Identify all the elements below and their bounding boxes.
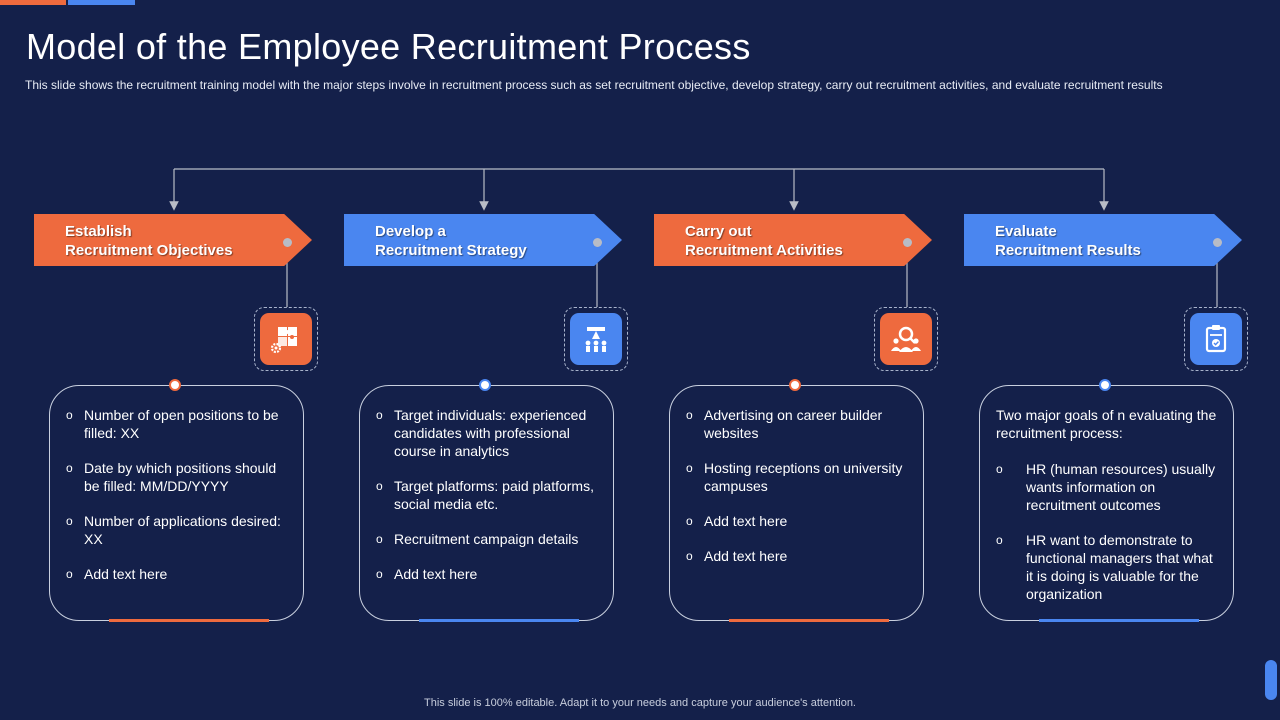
card-connector-dot — [789, 379, 801, 391]
card-accent-line — [419, 619, 579, 622]
icon-frame — [874, 307, 938, 371]
card-connector-dot — [479, 379, 491, 391]
step-details-card: Advertising on career builder websites H… — [669, 379, 924, 622]
puzzle-gear-icon — [260, 313, 312, 365]
list-item: Add text here — [686, 547, 909, 565]
footer-note: This slide is 100% editable. Adapt it to… — [424, 697, 856, 709]
list-item: Recruitment campaign details — [376, 530, 599, 548]
connector-dot — [903, 238, 912, 247]
list-item: Number of applications desired: XX — [66, 512, 289, 548]
list-item: HR (human resources) usually wants infor… — [996, 460, 1219, 514]
page-subtitle: This slide shows the recruitment trainin… — [25, 78, 1163, 92]
list-item: HR want to demonstrate to functional man… — [996, 531, 1219, 603]
card-connector-dot — [1099, 379, 1111, 391]
list-item: Advertising on career builder websites — [686, 406, 909, 442]
step-label-line2: Recruitment Objectives — [65, 242, 233, 259]
step-details-card: Two major goals of n evaluating the recr… — [979, 379, 1234, 622]
search-people-icon — [880, 313, 932, 365]
step-develop-strategy-arrow: Develop a Recruitment Strategy — [344, 214, 622, 266]
connector-dot — [593, 238, 602, 247]
list-item: Number of open positions to be filled: X… — [66, 406, 289, 442]
clipboard-check-icon — [1190, 313, 1242, 365]
step-label-line2: Recruitment Strategy — [375, 242, 527, 259]
target-people-icon — [570, 313, 622, 365]
card-intro-text: Two major goals of n evaluating the recr… — [996, 407, 1217, 441]
icon-frame — [564, 307, 628, 371]
list-item: Target platforms: paid platforms, social… — [376, 477, 599, 513]
accent-bar-blue — [68, 0, 135, 5]
card-connector-dot — [169, 379, 181, 391]
connector-dot — [1213, 238, 1222, 247]
list-item: Date by which positions should be filled… — [66, 459, 289, 495]
step-label: Carry out Recruitment Activities — [685, 222, 843, 260]
step-label-line1: Carry out — [685, 223, 752, 240]
list-item: Add text here — [686, 512, 909, 530]
step-carry-out-activities-arrow: Carry out Recruitment Activities — [654, 214, 932, 266]
page-title: Model of the Employee Recruitment Proces… — [26, 26, 751, 67]
list-item: Hosting receptions on university campuse… — [686, 459, 909, 495]
step-label: Develop a Recruitment Strategy — [375, 222, 527, 260]
step-label-line2: Recruitment Results — [995, 242, 1141, 259]
step-label: Establish Recruitment Objectives — [65, 222, 233, 260]
detail-list: HR (human resources) usually wants infor… — [996, 460, 1219, 620]
step-evaluate-results-arrow: Evaluate Recruitment Results — [964, 214, 1242, 266]
detail-list: Advertising on career builder websites H… — [686, 406, 909, 582]
step-establish-objectives-arrow: Establish Recruitment Objectives — [34, 214, 312, 266]
step-label-line1: Evaluate — [995, 223, 1057, 240]
card-accent-line — [729, 619, 889, 622]
icon-frame — [1184, 307, 1248, 371]
scrollbar-handle[interactable] — [1265, 660, 1277, 700]
connector-dot — [283, 238, 292, 247]
step-details-card: Target individuals: experienced candidat… — [359, 379, 614, 622]
icon-frame — [254, 307, 318, 371]
detail-list: Target individuals: experienced candidat… — [376, 406, 599, 600]
list-item: Add text here — [66, 565, 289, 583]
list-item: Target individuals: experienced candidat… — [376, 406, 599, 460]
card-accent-line — [109, 619, 269, 622]
detail-list: Number of open positions to be filled: X… — [66, 406, 289, 600]
accent-bar-orange — [0, 0, 66, 5]
step-label-line2: Recruitment Activities — [685, 242, 843, 259]
step-label-line1: Establish — [65, 223, 132, 240]
card-accent-line — [1039, 619, 1199, 622]
step-label-line1: Develop a — [375, 223, 446, 240]
list-item: Add text here — [376, 565, 599, 583]
step-label: Evaluate Recruitment Results — [995, 222, 1141, 260]
step-details-card: Number of open positions to be filled: X… — [49, 379, 304, 622]
